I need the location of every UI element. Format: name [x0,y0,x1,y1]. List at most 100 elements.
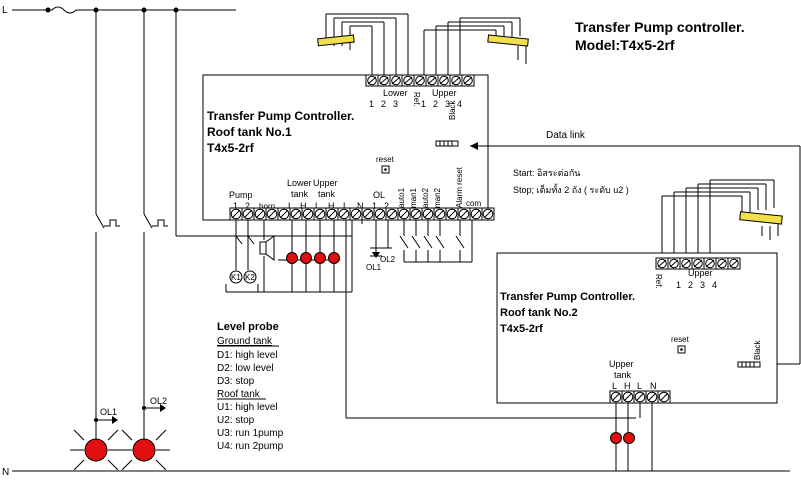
upper-tank-probe-rod [487,34,529,47]
c1-bottom-terminal-slot-7 [303,209,313,219]
roof-item-u1: U1: high level [217,402,278,413]
controller-1-data-port [435,140,459,147]
controller-1-top-terminals [365,74,475,87]
stop-condition-text: Stop; เต็มทั้ง 2 ถัง ( ระดับ u2 ) [513,183,629,195]
c1-bottom-terminal-slot-21 [471,209,481,219]
c1-bottom-terminal-slot-4 [267,209,277,219]
c1-man2-label: man2 [433,187,442,208]
roof-tank-2-h-indicator [623,432,635,444]
c1-top-terminal-slot-1 [367,76,377,85]
c1-bottom-terminal-slot-15 [399,209,409,219]
neutral-label: N [2,467,9,478]
roof-item-u4: U4: run 2pump [217,441,284,452]
c2-bottom-terminal-slot-1 [611,392,621,402]
controller-2-data-port-pins [741,362,755,367]
c1-pump-num-2: 2 [245,201,250,211]
c1-bottom-terminal-slot-5 [279,209,289,219]
c2-top-terminal-slot-4 [693,259,703,268]
ol1-label: OL1 [100,407,117,417]
c1-upper-num-2: 2 [433,99,438,109]
mode-switch-wiring [399,220,473,263]
ol1-contact [94,416,118,424]
c1-lh1-h: H [300,201,307,211]
ground-item-d3: D3: stop [217,376,255,387]
c2-bottom-terminal-slot-4 [647,392,657,402]
c1-bottom-terminal-slot-19 [447,209,457,219]
c2-upper-tank-2: tank [614,370,632,380]
controller-1-bottom-terminals [229,207,495,221]
c2-bottom-terminal-slot-3 [635,392,645,402]
c1-lower-num-2: 2 [381,99,386,109]
c2-bottom-terminal-slot-5 [659,392,669,402]
roof-tank-2-l-indicator [610,432,622,444]
c1-black-label: Black [448,99,457,120]
controller-1-line1: Transfer Pump Controller. [207,109,354,123]
c2-upper-num-3: 3 [700,280,705,290]
motor-k2-label: K2 [245,273,255,282]
c2-bottom-l1: L [612,381,617,391]
c2-black-label: Black [753,339,762,360]
ground-tank-heading: Ground tank [217,336,273,347]
c1-bottom-terminal-slot-3 [255,209,265,219]
c1-lh1-l: L [288,201,293,211]
c1-ol2-small: OL2 [380,255,396,264]
upper-tank-l-indicator [314,252,326,264]
c1-upper-tank-1: Upper [313,178,338,188]
roof-tank-2-probe-rod [739,211,783,225]
c1-man1-label: man1 [409,187,418,208]
c1-bottom-terminal-slot-17 [423,209,433,219]
c2-reset-label: reset [671,335,690,344]
c1-lower-tank-2: tank [291,189,309,199]
c2-upper-num-4: 4 [712,280,717,290]
controller-2-data-port [737,361,761,368]
ground-item-d2: D2: low level [217,363,274,374]
pump-coil-wiring [225,220,352,293]
level-probe-title: Level probe [217,321,279,333]
c1-lower-num-1: 1 [369,99,374,109]
motor-k1-label: K1 [231,273,241,282]
c1-bottom-terminal-slot-9 [327,209,337,219]
c1-bottom-terminal-slot-8 [315,209,325,219]
c1-top-terminal-slot-8 [451,76,461,85]
controller-1-line3: T4x5-2rf [207,141,255,155]
controller-2-line2: Roof tank No.2 [500,307,578,319]
c2-bottom-terminal-slot-2 [623,392,633,402]
diagram-title: Transfer Pump controller. [575,19,745,35]
c1-lh2-h: H [328,201,335,211]
c2-upper-tank-1: Upper [609,359,634,369]
controller-2-line1: Transfer Pump Controller. [500,291,635,303]
ol-input-wiring [370,220,392,258]
c1-top-terminal-slot-7 [439,76,449,85]
c1-top-terminal-slot-6 [427,76,437,85]
c1-bottom-terminal-slot-18 [435,209,445,219]
roof-item-u2: U2: stop [217,415,255,426]
c1-bottom-terminal-slot-11 [351,209,361,219]
c1-top-terminal-slot-2 [379,76,389,85]
c1-bottom-terminal-slot-22 [483,209,493,219]
horn-icon [259,235,275,261]
c1-bottom-terminal-slot-13 [375,209,385,219]
c1-auto2-label: auto2 [421,187,430,208]
model-label: Model:T4x5-2rf [575,37,675,53]
c1-top-terminal-slot-5 [415,76,425,85]
c1-bottom-terminal-slot-2 [243,209,253,219]
pump2-lamp [118,429,170,471]
contactor-branch-2 [143,10,168,440]
c1-bottom-terminal-slot-1 [231,209,241,219]
c1-alarm-reset-label: Alarm reset [455,166,464,208]
lower-tank-h-indicator [300,252,312,264]
controller-1-line2: Roof tank No.1 [207,125,292,139]
c2-top-terminal-slot-7 [729,259,739,268]
c1-lh2-l: L [315,201,320,211]
c1-pump-label: Pump [229,190,253,200]
controller-2-box [496,252,778,404]
ground-item-d1: D1: high level [217,350,278,361]
c1-bottom-terminal-slot-14 [387,209,397,219]
data-link-label: Data link [546,130,586,141]
c2-bottom-l2: L [637,381,642,391]
controller-1-box [202,74,489,221]
c1-horn-label: horn [259,202,275,211]
controller-1-probe-wires [325,13,527,75]
c1-top-terminal-slot-3 [391,76,401,85]
pump-1-coil [229,270,243,284]
